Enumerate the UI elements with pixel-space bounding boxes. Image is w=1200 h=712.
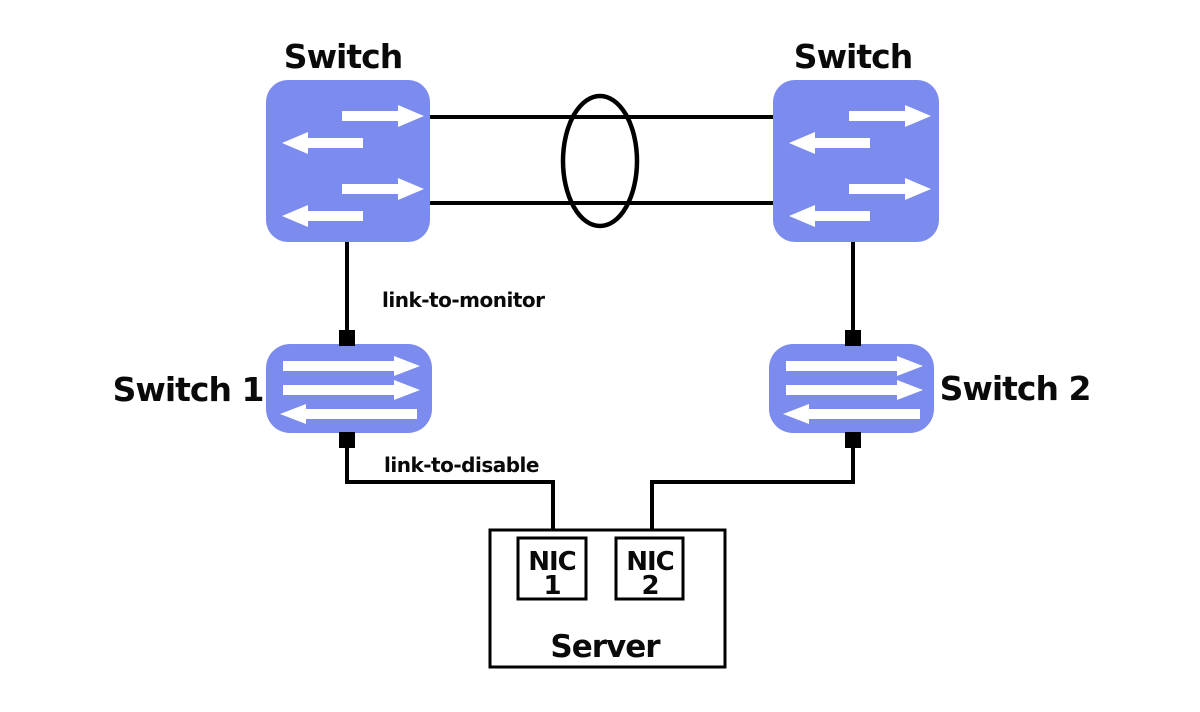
port-connector — [339, 432, 355, 448]
arrow-left-icon — [789, 132, 870, 154]
arrow-left-icon — [789, 205, 870, 227]
server: NIC 1 NIC 2 Server — [488, 528, 727, 669]
nic-1-body — [516, 536, 588, 601]
arrow-left-icon — [280, 404, 417, 424]
switch-top-right: Switch — [773, 37, 939, 242]
arrow-left-icon — [282, 205, 363, 227]
switch-top-left-label: Switch — [284, 37, 402, 76]
nic-2-label-line1: NIC — [626, 547, 674, 577]
arrow-right-icon — [342, 178, 424, 200]
arrow-right-icon — [786, 356, 923, 376]
link-to-disable-line-right — [650, 446, 855, 540]
arrow-left-icon — [783, 404, 920, 424]
switch-top-right-label: Switch — [794, 37, 912, 76]
switch-2: Switch 2 — [769, 330, 1091, 448]
switch-top-left: Switch — [266, 37, 430, 242]
nic-1-label-line2: 1 — [543, 571, 560, 601]
inter-switch-links — [430, 93, 773, 229]
nic-1: NIC 1 — [516, 536, 588, 601]
arrow-right-icon — [342, 105, 424, 127]
arrow-right-icon — [786, 380, 923, 400]
nic-2-body — [614, 536, 685, 601]
arrow-right-icon — [849, 105, 931, 127]
port-connector — [845, 432, 861, 448]
switch-2-label: Switch 2 — [940, 369, 1091, 408]
link-aggregation-ellipse — [560, 93, 640, 229]
link-to-monitor-label: link-to-monitor — [382, 288, 545, 312]
nic-1-label-line1: NIC — [528, 547, 576, 577]
link-to-disable-label: link-to-disable — [384, 453, 539, 477]
nic-2-label-line2: 2 — [641, 571, 658, 601]
arrow-left-icon — [282, 132, 363, 154]
server-label: Server — [550, 629, 661, 665]
arrow-right-icon — [849, 178, 931, 200]
port-connector — [845, 330, 861, 346]
switch-1-label: Switch 1 — [113, 370, 264, 409]
link-to-disable-line-left — [345, 446, 555, 540]
nic-2: NIC 2 — [614, 536, 685, 601]
port-connector — [339, 330, 355, 346]
switch-1: Switch 1 — [113, 330, 432, 448]
arrow-right-icon — [283, 380, 420, 400]
arrow-right-icon — [283, 356, 420, 376]
